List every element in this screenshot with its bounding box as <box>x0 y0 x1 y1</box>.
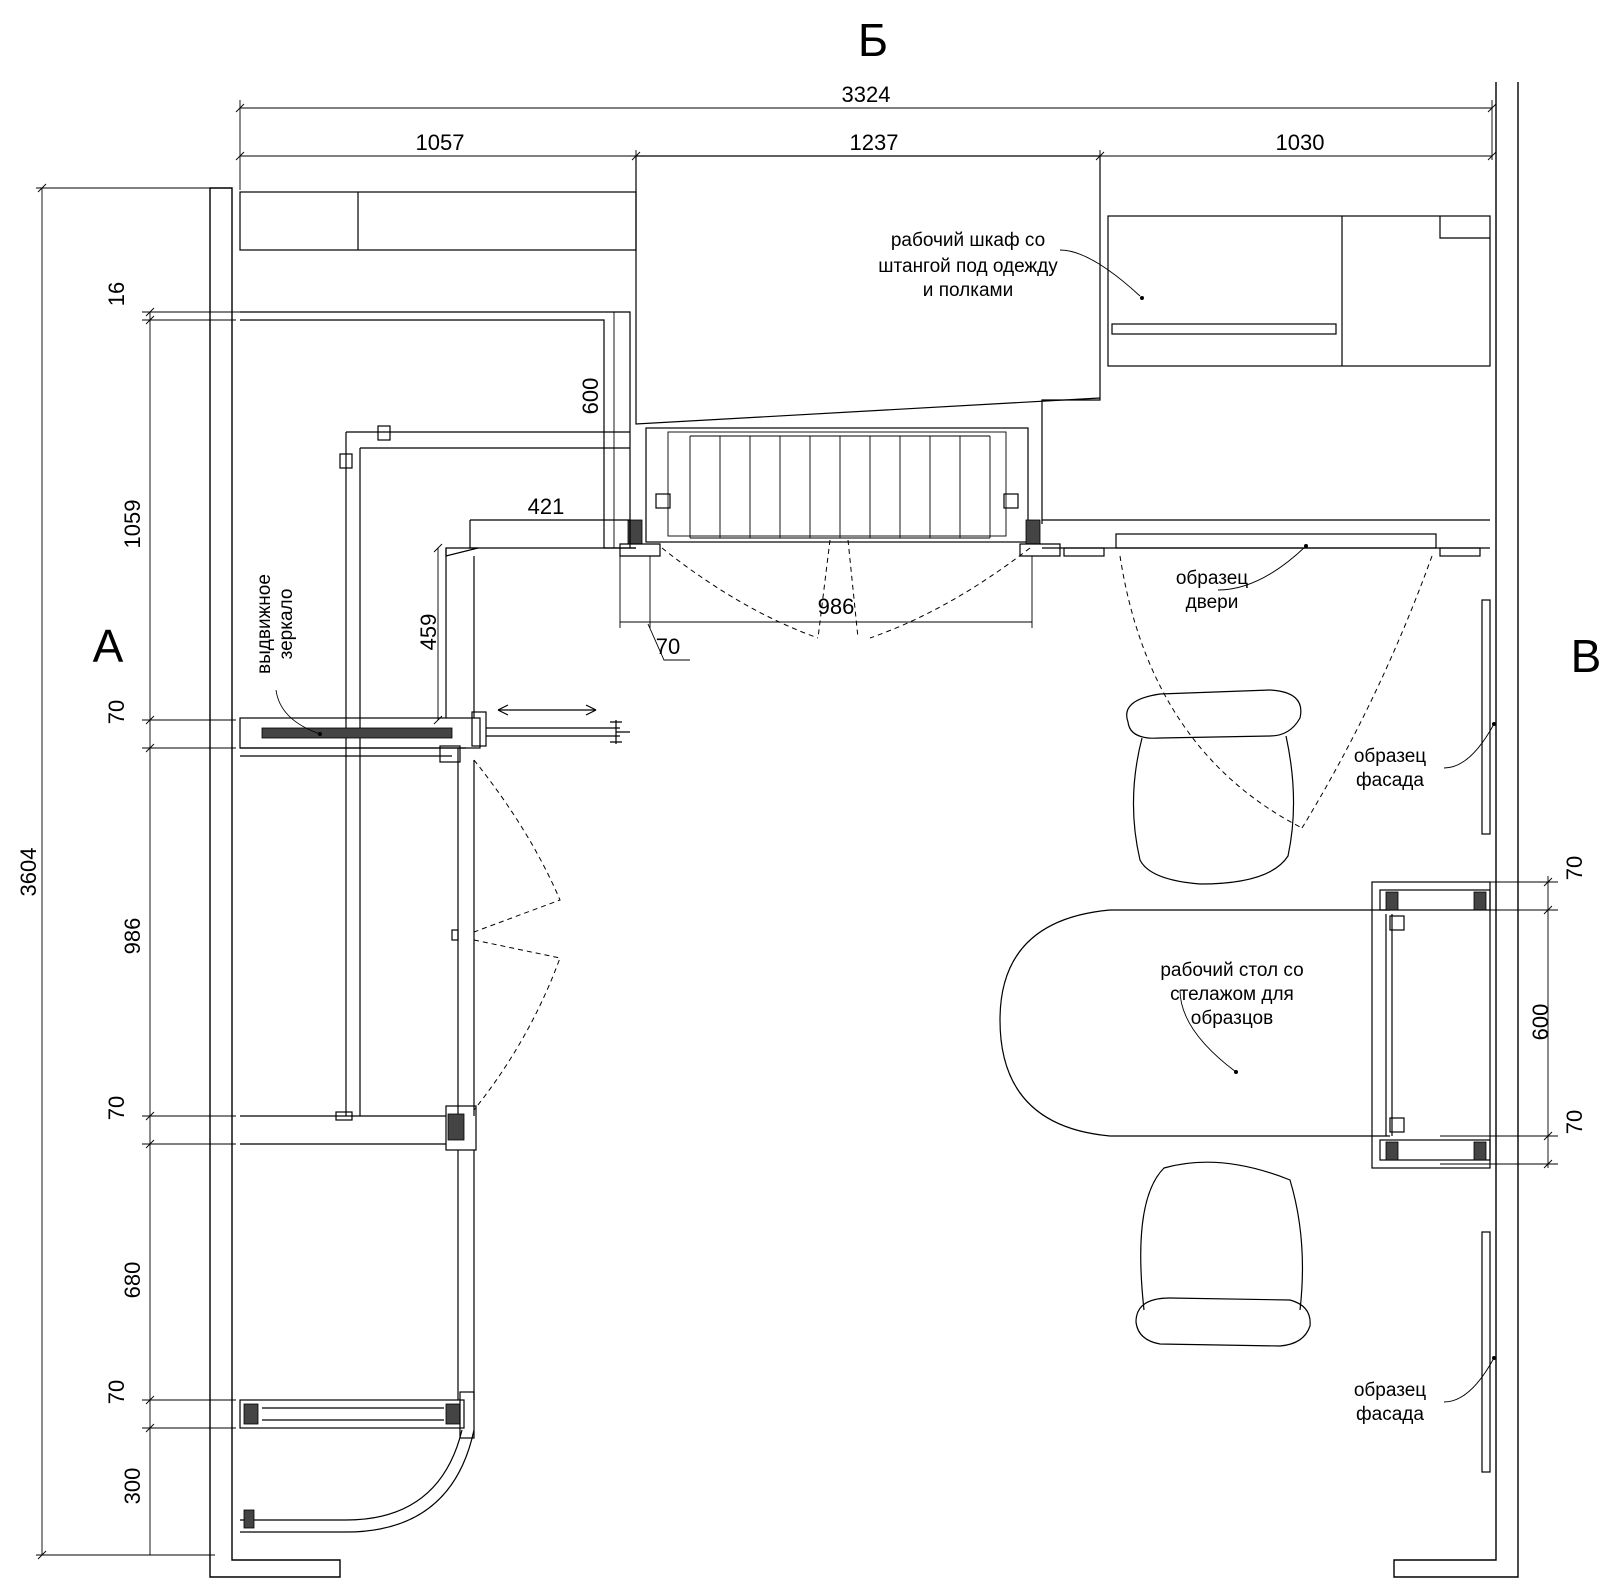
dim-desk-side-top: 70 <box>1562 856 1587 880</box>
top-shelf-blocks <box>239 191 637 251</box>
note-wardrobe: рабочий шкаф со штангой под одежду и пол… <box>878 230 1058 301</box>
view-label-right: В <box>1571 630 1602 682</box>
note-facade-upper-line2: фасада <box>1356 770 1424 791</box>
right-wall <box>1393 82 1519 1578</box>
note-desk-line3: образцов <box>1191 1008 1273 1029</box>
note-facade-upper: образец фасада <box>1354 746 1426 791</box>
view-label-left: А <box>93 620 124 672</box>
dim-desk-depth: 600 <box>1528 1004 1553 1041</box>
leader-lines <box>275 249 1496 1403</box>
dim-door-width: 986 <box>818 594 855 619</box>
note-facade-lower-line1: образец <box>1354 1380 1426 1401</box>
radiator-fins <box>689 436 991 538</box>
note-mirror-line2: зеркало <box>276 589 297 660</box>
dim-step-421: 421 <box>528 494 565 519</box>
dim-left-3: 70 <box>104 700 129 724</box>
facade-panels <box>1481 599 1491 1473</box>
dim-door-offset: 70 <box>656 634 680 659</box>
note-wardrobe-line3: и полками <box>923 280 1013 301</box>
note-wardrobe-line1: рабочий шкаф со <box>891 230 1045 251</box>
chair-upper <box>1126 689 1302 885</box>
left-dimensions <box>36 183 630 1560</box>
dim-top-seg-2: 1237 <box>850 130 899 155</box>
dim-overall-height: 3604 <box>16 848 41 897</box>
desk-dimensions <box>1440 876 1558 1169</box>
note-mirror-line1: выдвижное <box>254 574 275 674</box>
note-desk-line2: стелажом для <box>1170 984 1294 1005</box>
note-door-line1: образец <box>1176 568 1248 589</box>
note-facade-lower-line2: фасада <box>1356 1404 1424 1425</box>
mirror-assembly <box>239 704 630 763</box>
left-cabinets <box>239 747 561 1533</box>
dim-top-seg-1: 1057 <box>416 130 465 155</box>
left-wall <box>209 187 341 1578</box>
dim-left-6: 680 <box>120 1262 145 1299</box>
note-facade-upper-line1: образец <box>1354 746 1426 767</box>
dim-left-8: 300 <box>120 1468 145 1505</box>
chair-lower <box>1135 1161 1311 1347</box>
inner-dimensions <box>433 312 1033 725</box>
wardrobe-cabinet <box>619 155 1101 639</box>
note-facade-lower: образец фасада <box>1354 1380 1426 1425</box>
dim-left-1: 16 <box>104 282 129 306</box>
note-mirror: выдвижное зеркало <box>254 574 297 674</box>
dim-left-4: 986 <box>120 918 145 955</box>
note-wardrobe-line2: штангой под одежду <box>878 256 1058 277</box>
dim-cabinet-depth: 600 <box>578 378 603 415</box>
desk-unit <box>999 881 1491 1169</box>
view-label-top: Б <box>858 14 888 66</box>
right-top-cabinet <box>1042 215 1491 829</box>
dim-left-7: 70 <box>104 1380 129 1404</box>
dim-step-459: 459 <box>416 614 441 651</box>
room-walls <box>209 82 1519 1578</box>
dim-overall-width: 3324 <box>842 82 891 107</box>
note-door-line2: двери <box>1186 592 1239 613</box>
dim-left-2: 1059 <box>120 500 145 549</box>
dim-top-seg-3: 1030 <box>1276 130 1325 155</box>
note-desk-line1: рабочий стол со <box>1160 960 1303 981</box>
note-desk: рабочий стол со стелажом для образцов <box>1160 960 1303 1029</box>
dim-left-5: 70 <box>104 1096 129 1120</box>
dim-desk-side-bottom: 70 <box>1562 1110 1587 1134</box>
note-door-sample: образец двери <box>1176 568 1248 613</box>
